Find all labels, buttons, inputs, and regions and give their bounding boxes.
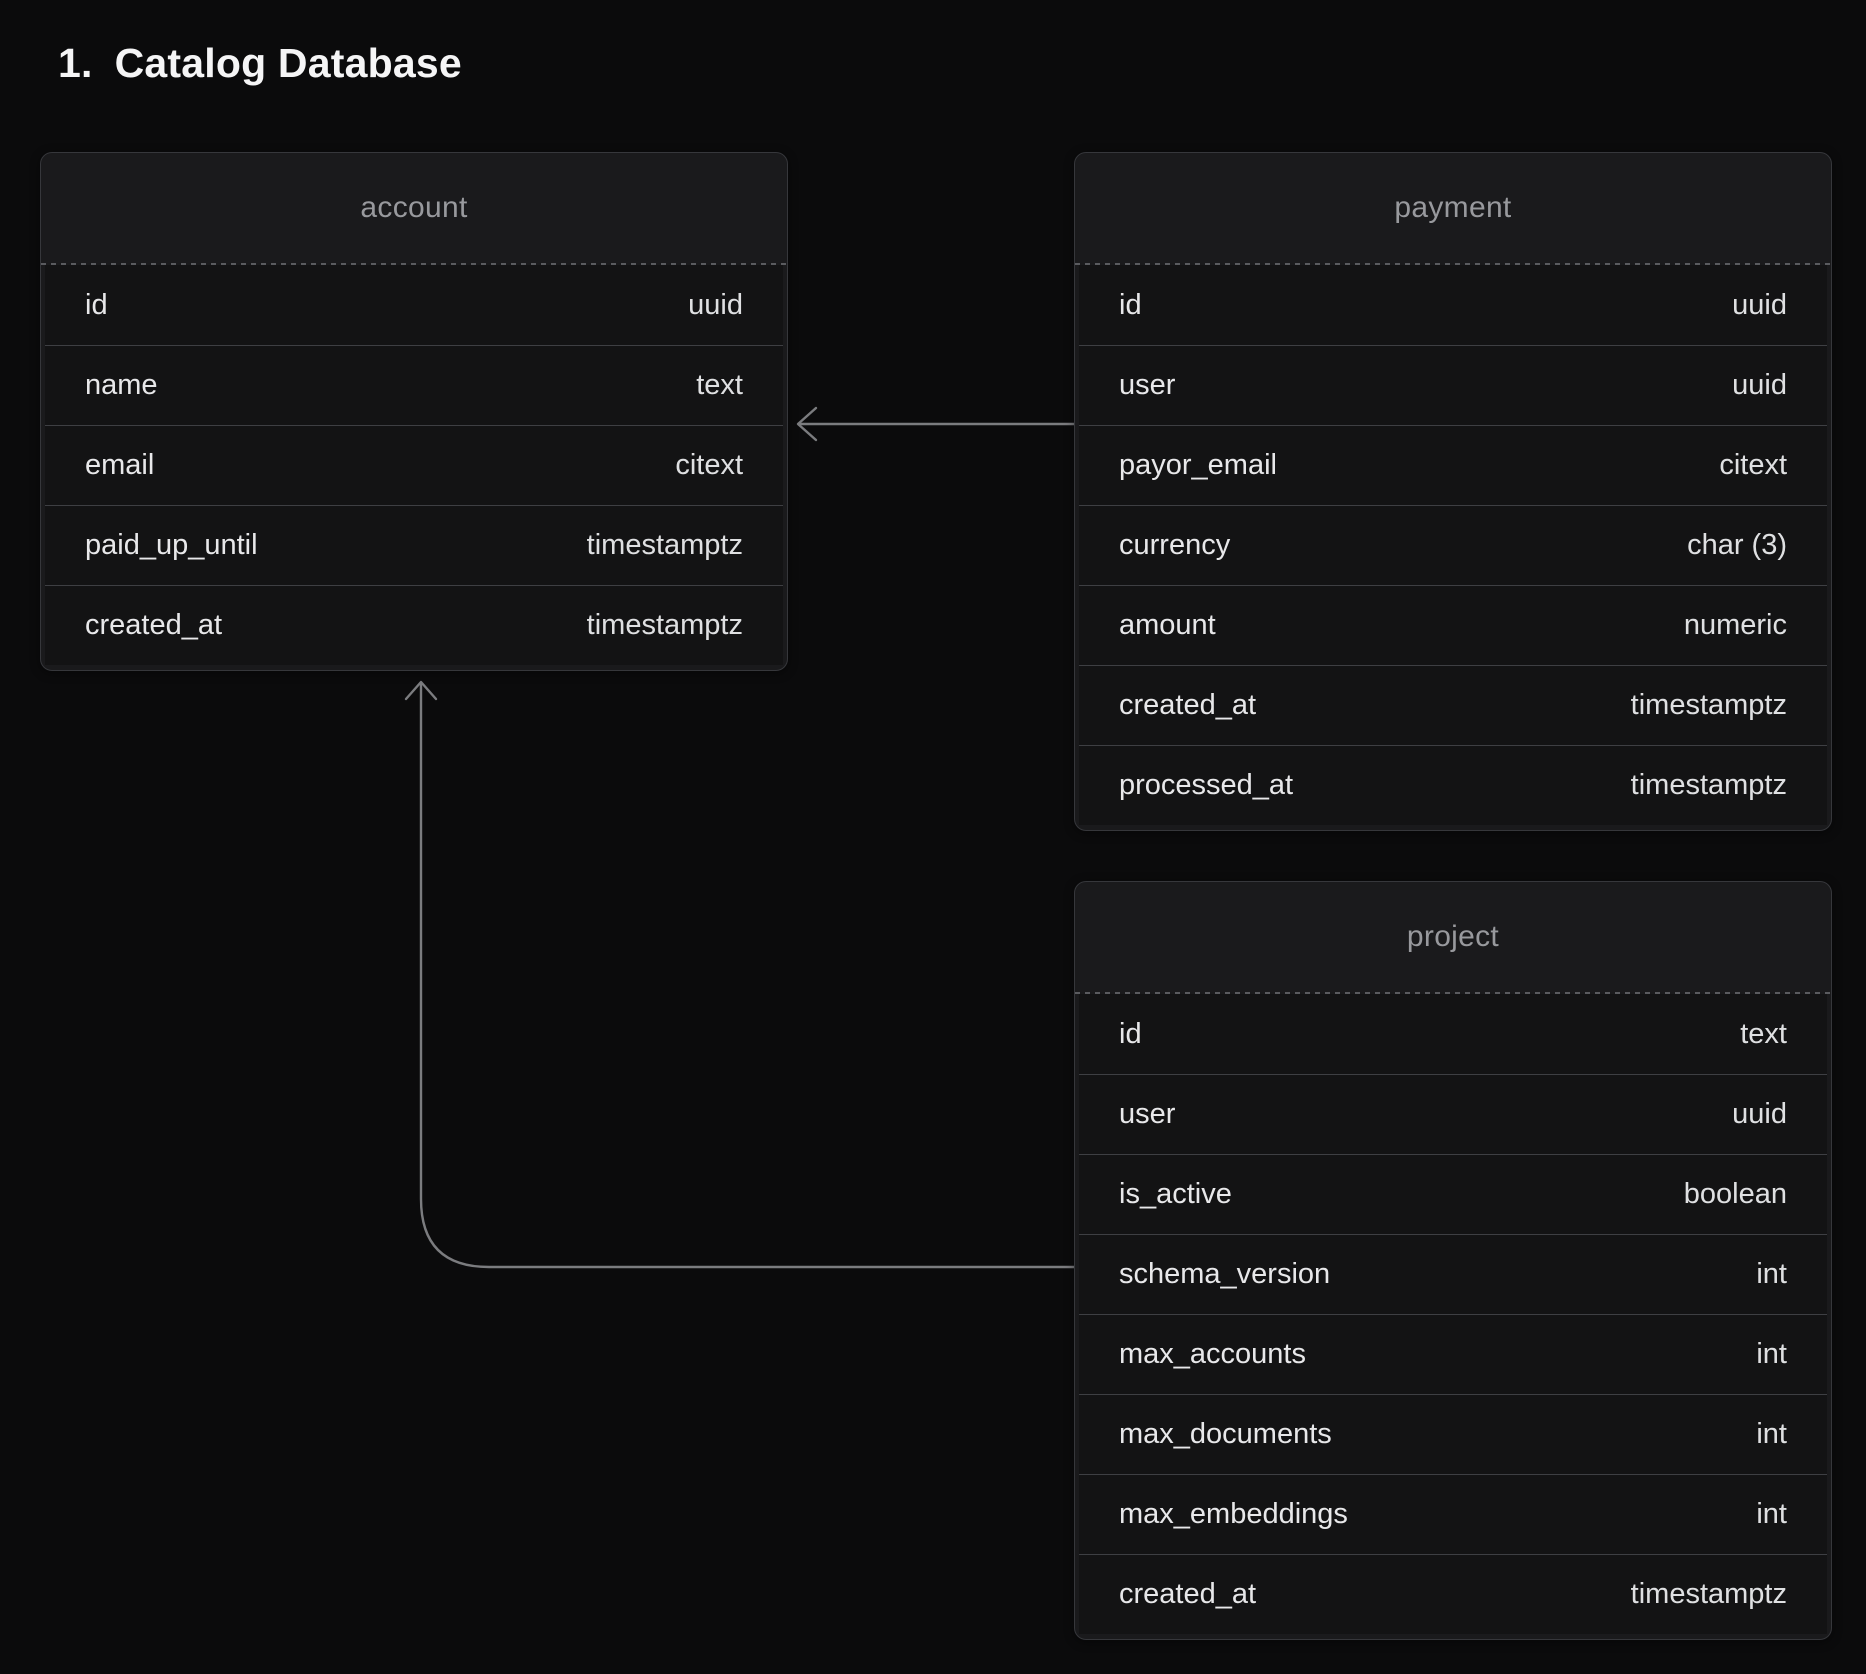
field-type: text [1740,1017,1787,1050]
field-name: user [1119,1098,1176,1130]
field-type: uuid [688,288,743,321]
field-name: max_embeddings [1119,1498,1348,1530]
field-row: payor_email citext [1079,425,1827,505]
field-name: id [1119,1017,1142,1050]
field-name: email [85,449,155,481]
field-row: id text [1079,994,1827,1074]
table-project-title: project [1406,920,1500,953]
field-row: user uuid [1079,1074,1827,1154]
field-row: max_documents int [1079,1394,1827,1474]
field-name: user [1119,369,1176,401]
relation-payment-account [796,406,1076,442]
header-separator [41,263,787,265]
field-name: amount [1119,609,1216,641]
field-row: processed_at timestamptz [1079,745,1827,825]
field-type: char (3) [1687,529,1787,561]
field-name: paid_up_until [85,529,258,561]
field-name: created_at [85,609,223,641]
header-separator [1075,263,1831,265]
field-row: email citext [45,425,783,505]
title-text: Catalog Database [114,40,462,86]
field-type: uuid [1732,369,1787,401]
table-payment-title: payment [1394,191,1512,224]
field-name: currency [1119,529,1231,561]
table-project-rows: id text user uuid is_active boolean schema_ver… [1079,994,1827,1634]
field-row: id uuid [1079,265,1827,345]
field-type: numeric [1683,609,1787,641]
arrowhead-up-icon [404,680,438,701]
field-type: timestamptz [586,529,743,561]
table-account-title: account [360,191,468,224]
field-name: max_accounts [1119,1338,1306,1370]
field-name: is_active [1119,1178,1232,1210]
title-number: 1. [58,40,93,86]
field-type: int [1756,1498,1787,1530]
field-row: created_at timestamptz [1079,665,1827,745]
field-name: created_at [1119,689,1257,721]
arrowhead-left-icon [796,406,818,442]
field-type: timestamptz [1630,769,1787,801]
field-row: name text [45,345,783,425]
field-name: payor_email [1119,449,1277,481]
field-row: max_embeddings int [1079,1474,1827,1554]
field-type: int [1756,1258,1787,1290]
field-type: timestamptz [1630,689,1787,721]
field-type: timestamptz [1630,1578,1787,1610]
field-type: int [1756,1418,1787,1450]
field-type: text [696,369,743,401]
field-row: amount numeric [1079,585,1827,665]
field-row: user uuid [1079,345,1827,425]
field-name: created_at [1119,1578,1257,1610]
field-type: boolean [1683,1178,1787,1210]
field-row: created_at timestamptz [45,585,783,665]
table-account[interactable]: account id uuid name text email citext paid_up… [40,152,788,671]
field-name: max_documents [1119,1418,1332,1450]
field-name: id [1119,288,1142,321]
field-type: citext [1719,449,1787,481]
field-row: id uuid [45,265,783,345]
field-row: max_accounts int [1079,1314,1827,1394]
field-row: schema_version int [1079,1234,1827,1314]
page-title: 1. Catalog Database [58,40,462,87]
field-type: uuid [1732,288,1787,321]
field-name: schema_version [1119,1258,1331,1290]
field-type: uuid [1732,1098,1787,1130]
field-type: timestamptz [586,609,743,641]
field-type: int [1756,1338,1787,1370]
field-row: paid_up_until timestamptz [45,505,783,585]
field-name: id [85,288,108,321]
field-row: created_at timestamptz [1079,1554,1827,1634]
field-type: citext [675,449,743,481]
field-name: name [85,369,158,401]
field-row: currency char (3) [1079,505,1827,585]
table-project[interactable]: project id text user uuid is_active boolean sc… [1074,881,1832,1640]
relation-project-account [404,680,1076,1269]
field-name: processed_at [1119,769,1294,801]
header-separator [1075,992,1831,994]
field-row: is_active boolean [1079,1154,1827,1234]
table-payment[interactable]: payment id uuid user uuid payor_email citext c… [1074,152,1832,831]
